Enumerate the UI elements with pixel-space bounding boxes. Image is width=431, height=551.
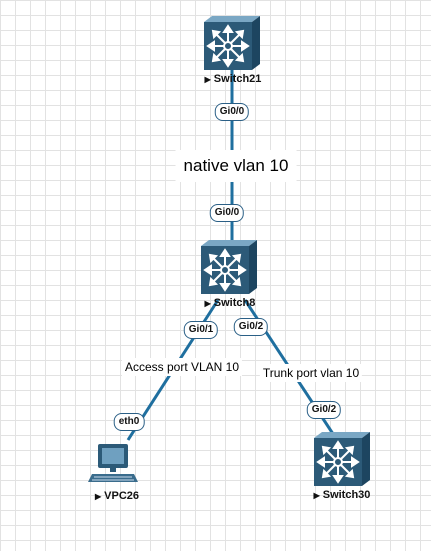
layer3-switch-icon[interactable] xyxy=(314,432,370,486)
expand-triangle-icon: ▶ xyxy=(313,491,320,500)
node-name: Switch30 xyxy=(322,489,371,501)
vpc-computer-icon[interactable] xyxy=(88,442,140,486)
port-label-switch30-gi02[interactable]: Gi0/2 xyxy=(306,401,342,419)
layer3-switch-icon[interactable] xyxy=(201,240,257,294)
node-label-switch30[interactable]: ▶Switch30 xyxy=(314,489,371,501)
node-label-switch21[interactable]: ▶Switch21 xyxy=(205,73,262,85)
expand-triangle-icon: ▶ xyxy=(94,492,102,501)
layer3-switch-icon[interactable] xyxy=(204,16,260,70)
node-name: Switch21 xyxy=(213,73,262,85)
port-label-switch8-gi02[interactable]: Gi0/2 xyxy=(233,318,269,336)
port-label-switch21-gi00[interactable]: Gi0/0 xyxy=(214,103,250,121)
annotation-native-vlan: native vlan 10 xyxy=(175,150,297,182)
expand-triangle-icon: ▶ xyxy=(204,299,211,308)
port-label-switch8-gi01[interactable]: Gi0/1 xyxy=(183,321,219,339)
port-label-switch8-gi00[interactable]: Gi0/0 xyxy=(209,204,245,222)
node-label-switch8[interactable]: ▶Switch8 xyxy=(205,297,256,309)
node-label-vpc26[interactable]: ▶VPC26 xyxy=(95,490,139,502)
annotation-access-port: Access port VLAN 10 xyxy=(121,358,243,376)
node-name: VPC26 xyxy=(104,490,140,502)
annotation-trunk-port: Trunk port vlan 10 xyxy=(259,364,363,382)
expand-triangle-icon: ▶ xyxy=(204,75,211,84)
node-name: Switch8 xyxy=(213,297,256,309)
port-label-vpc26-eth0[interactable]: eth0 xyxy=(113,413,145,431)
